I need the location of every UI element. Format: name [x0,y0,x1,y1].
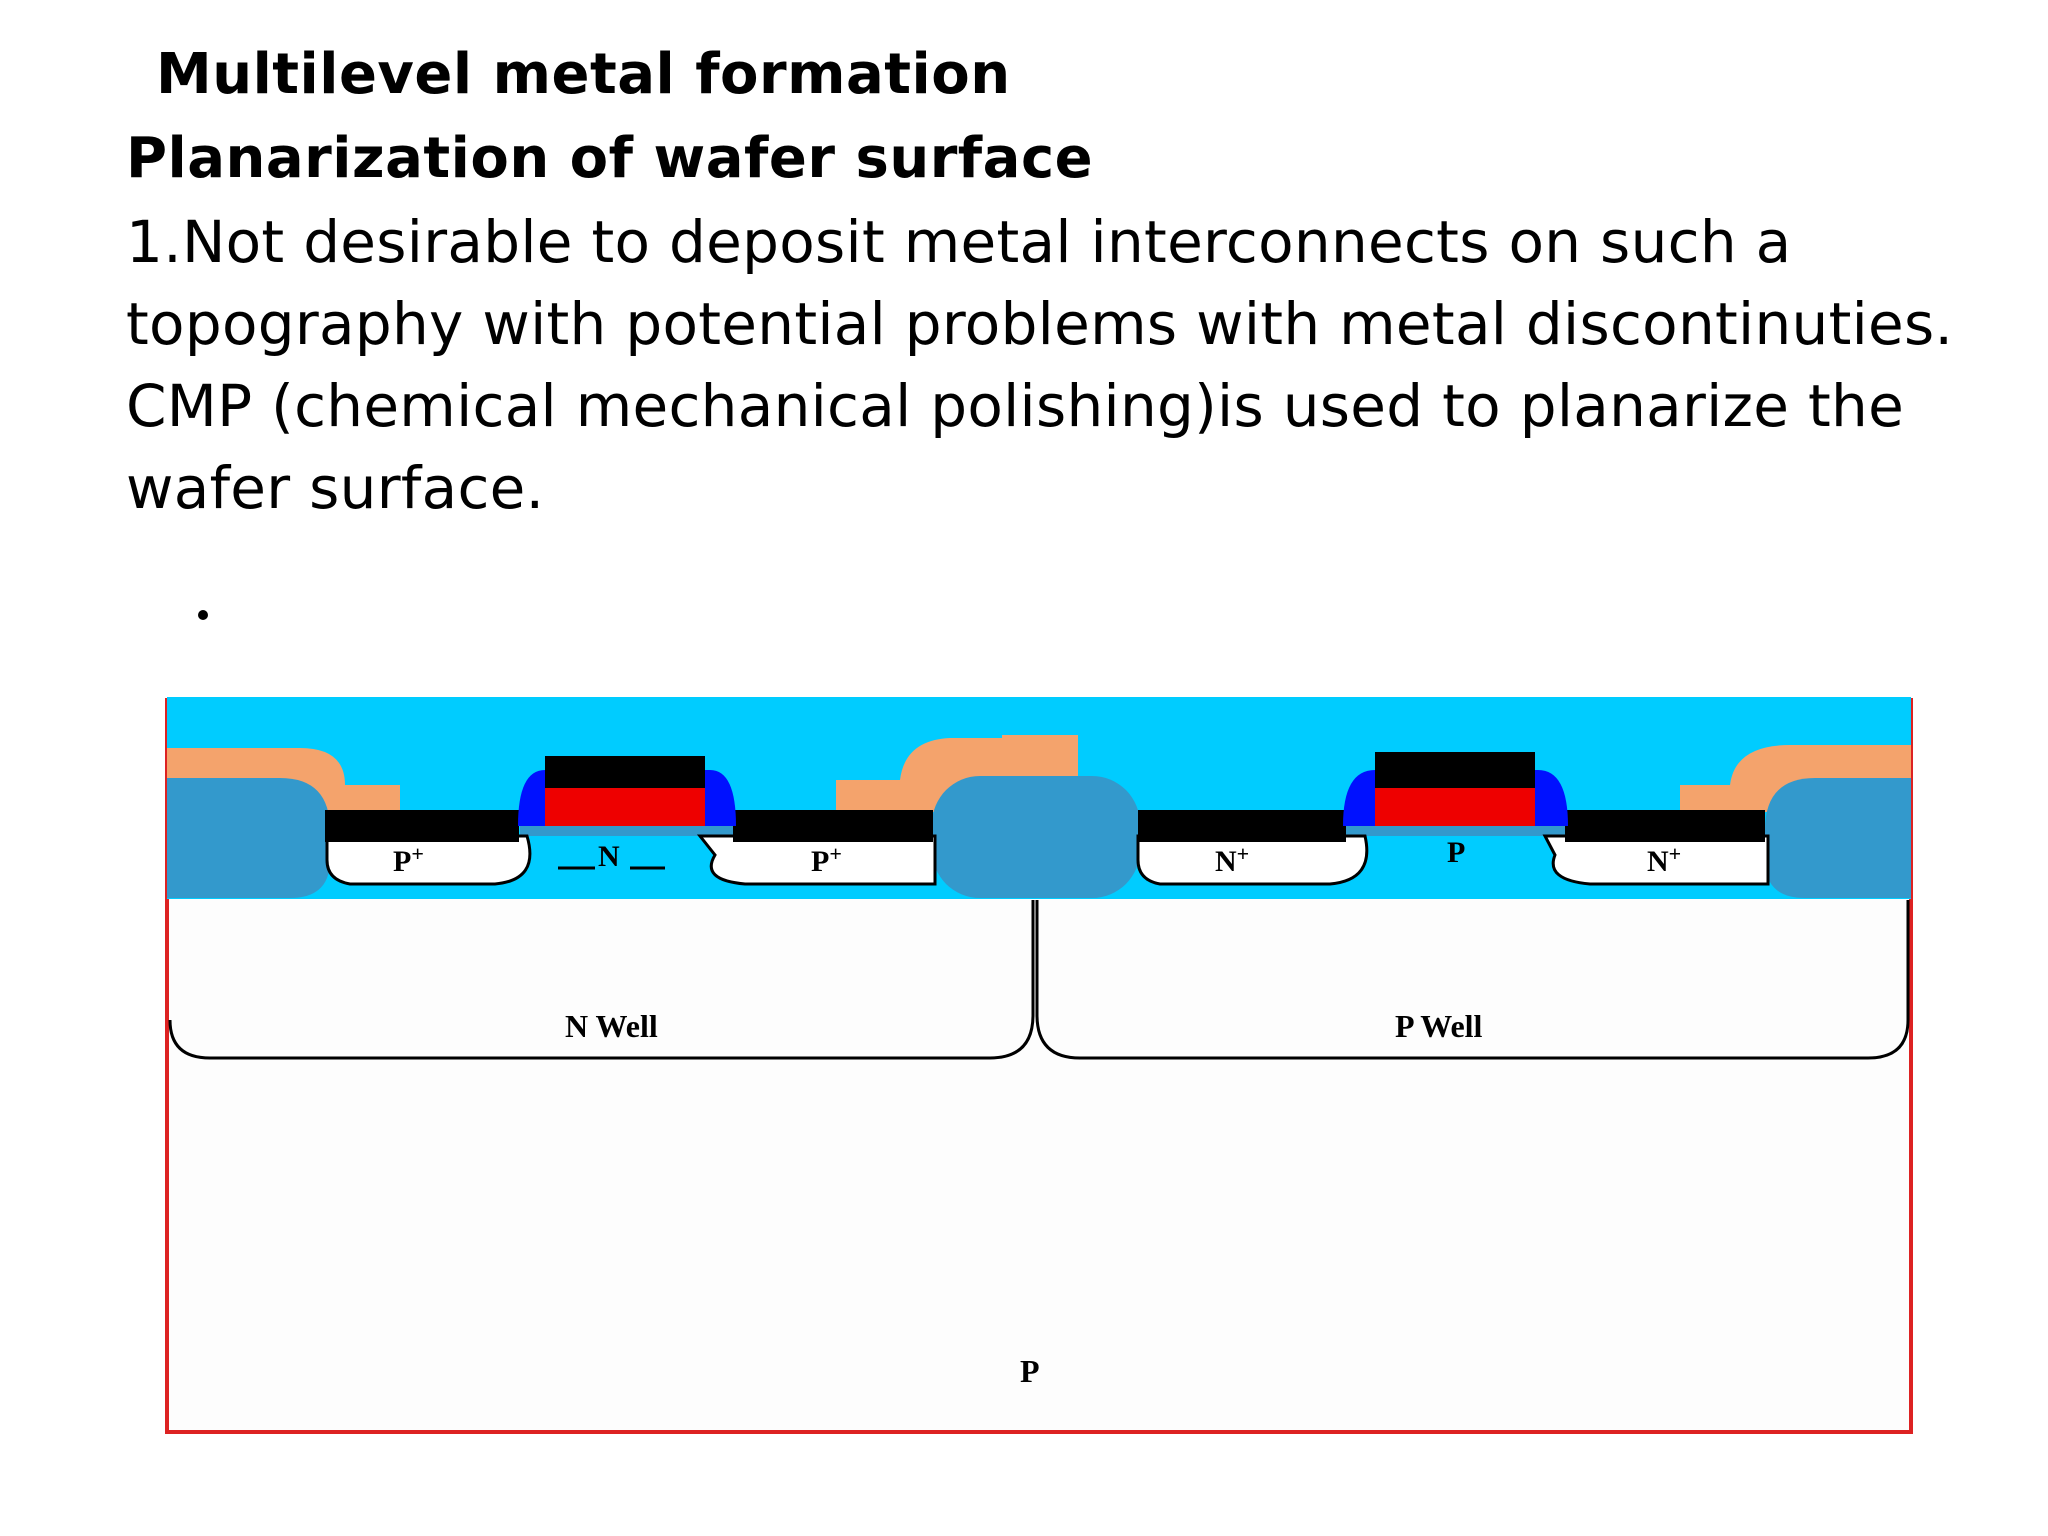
gate-oxide-pmos [520,826,736,836]
label-n-plus-left: N+ [1215,841,1249,878]
contact-n-plus-left [1138,810,1346,842]
gate-oxide-nmos [1343,826,1568,836]
label-n-plus-right: N+ [1647,841,1681,878]
label-substrate: P [1020,1353,1040,1389]
contact-p-plus-right [733,810,933,842]
label-p-well: P Well [1395,1008,1483,1044]
p-plus-diffusion-right [696,834,937,886]
n-plus-diffusion-left [1136,834,1369,886]
label-p-channel: P [1447,836,1465,869]
slide-subtitle: Planarization of wafer surface [126,126,1094,191]
label-p-plus-right: P+ [811,841,842,878]
body-line-1: 1.Not desirable to deposit metal interco… [126,208,1792,276]
contact-n-plus-right [1565,810,1765,842]
body-line-3: CMP (chemical mechanical polishing)is us… [126,372,1905,440]
nmos-gate-cap [1375,752,1535,788]
label-n-channel: N [598,840,620,873]
field-oxide-center [932,776,1140,898]
body-line-4: wafer surface. [126,454,545,522]
n-plus-diffusion-right [1542,834,1770,886]
field-oxide-right [1765,778,1911,898]
contact-p-plus-left [325,810,519,842]
slide-title: Multilevel metal formation [156,42,1011,107]
body-line-2: topography with potential problems with … [126,290,1954,358]
field-oxide-left [167,778,330,898]
pmos-gate-cap [545,756,705,788]
pmos-gate-poly [545,786,705,826]
n-well-boundary [168,900,1035,1060]
p-well-boundary [1035,900,1910,1060]
label-n-well: N Well [565,1008,658,1044]
bullet-dot [198,610,208,620]
p-plus-diffusion-left [325,834,532,886]
nmos-gate-poly [1375,786,1535,826]
label-p-plus-left: P+ [393,841,424,878]
